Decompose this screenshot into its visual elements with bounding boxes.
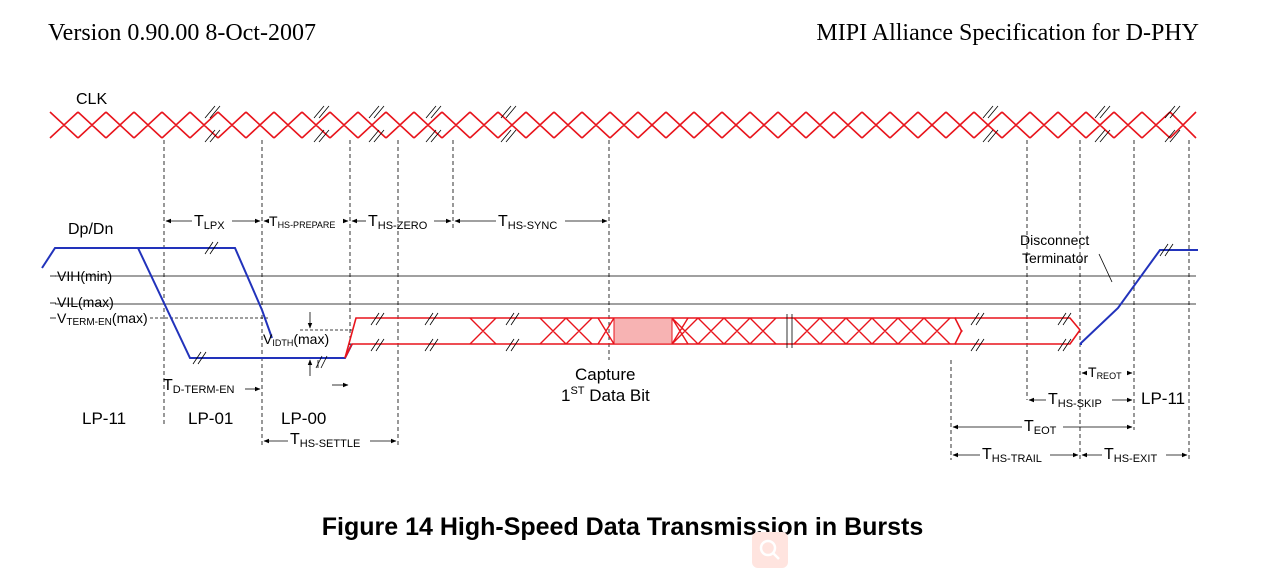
top-timing-labels: TLPX THS-PREPARE THS-ZERO THS-SYNC bbox=[194, 213, 557, 232]
teot-label: TEOT bbox=[1024, 418, 1057, 437]
texit-label: THS-EXIT bbox=[1104, 446, 1157, 465]
capture-annotation: Capture 1ST Data Bit bbox=[561, 365, 650, 405]
tlpx-label: TLPX bbox=[194, 213, 225, 232]
hs-data-eyes bbox=[469, 317, 951, 345]
vih-label: VIH(min) bbox=[57, 268, 112, 284]
state-lp01: LP-01 bbox=[188, 409, 233, 428]
header-version: Version 0.90.00 8-Oct-2007 bbox=[48, 20, 316, 46]
hs-breaks bbox=[370, 312, 1072, 352]
level-labels: VIH(min) VIL(max) VTERM-EN(max) bbox=[50, 268, 148, 328]
state-lp11-right: LP-11 bbox=[1141, 389, 1185, 408]
hs-eye-crossings bbox=[469, 317, 951, 345]
vidth-annotation: VIDTH(max) bbox=[263, 312, 352, 376]
clk-waveform bbox=[49, 111, 1197, 139]
treot-label: TREOT bbox=[1088, 364, 1122, 381]
data-signal-label: Dp/Dn bbox=[68, 221, 113, 238]
bottom-timing-brackets bbox=[245, 370, 1188, 458]
lp-breaks bbox=[192, 241, 1174, 365]
state-lp11-left: LP-11 bbox=[82, 409, 126, 428]
tskip-label: THS-SKIP bbox=[1048, 391, 1102, 410]
state-labels: LP-11 LP-01 LP-00 LP-11 bbox=[82, 389, 1185, 428]
tsync-label: THS-SYNC bbox=[498, 213, 557, 232]
tprepare-label: THS-PREPARE bbox=[269, 213, 335, 230]
vidth-label: VIDTH(max) bbox=[263, 331, 329, 348]
disconnect-line1: Disconnect bbox=[1020, 232, 1089, 248]
vterm-label: VTERM-EN(max) bbox=[57, 310, 148, 328]
tsettle-label: THS-SETTLE bbox=[290, 431, 360, 450]
tdterm-label: TD-TERM-EN bbox=[163, 377, 235, 396]
header-spec-title: MIPI Alliance Specification for D-PHY bbox=[816, 20, 1199, 46]
disconnect-annotation: Disconnect Terminator bbox=[1020, 232, 1113, 283]
capture-highlight bbox=[613, 317, 673, 345]
ttrail-label: THS-TRAIL bbox=[982, 446, 1042, 465]
capture-line1: Capture bbox=[575, 365, 635, 384]
clk-breaks bbox=[204, 105, 1181, 143]
tzero-label: THS-ZERO bbox=[368, 213, 428, 232]
clk-crossings bbox=[49, 111, 1197, 139]
bottom-timing-labels: TD-TERM-EN THS-SETTLE TREOT THS-SKIP TEO… bbox=[163, 364, 1157, 465]
magnifier-glyph bbox=[759, 539, 780, 560]
timing-markers bbox=[163, 140, 1190, 460]
disconnect-line2: Terminator bbox=[1022, 250, 1088, 266]
reference-levels bbox=[55, 275, 1196, 319]
capture-line2: 1ST Data Bit bbox=[561, 385, 650, 405]
clk-label: CLK bbox=[76, 91, 107, 108]
state-lp00: LP-00 bbox=[281, 409, 326, 428]
figure-caption: Figure 14 High-Speed Data Transmission i… bbox=[321, 513, 924, 541]
vil-label: VIL(max) bbox=[57, 294, 114, 310]
hs-waveform bbox=[344, 317, 1081, 359]
magnifier-icon[interactable] bbox=[752, 532, 788, 568]
